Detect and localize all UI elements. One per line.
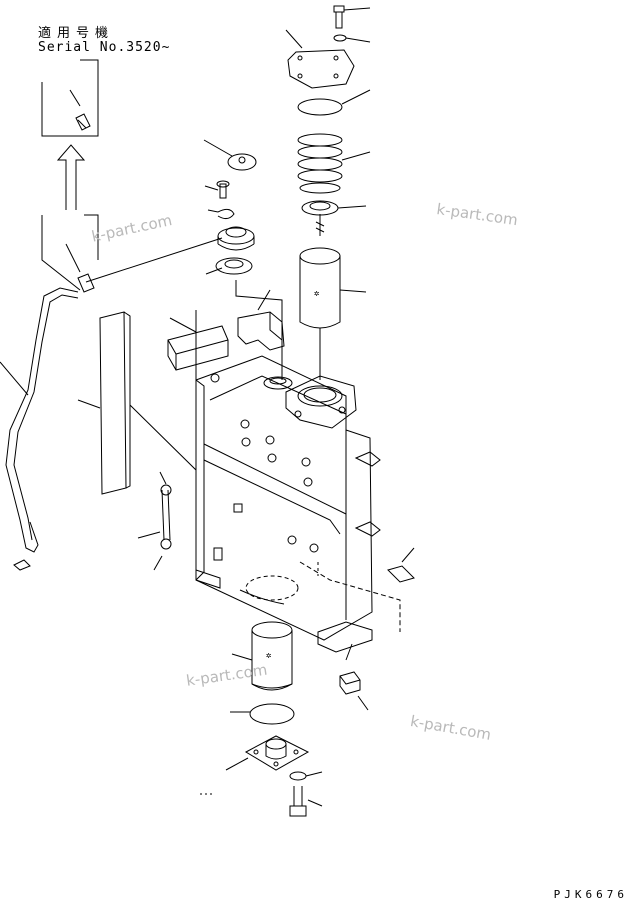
filter-element-lower: ✲ <box>232 622 292 690</box>
cover <box>286 30 354 88</box>
serial-inset <box>42 60 98 136</box>
flange-gasket <box>206 258 252 274</box>
svg-text:✲: ✲ <box>266 651 271 661</box>
upward-arrow-icon <box>58 145 84 210</box>
applicability-label: 適用号機 <box>38 26 115 41</box>
spring-seat <box>302 201 366 236</box>
washer-top <box>334 35 370 42</box>
mount-clip <box>356 452 380 536</box>
flange <box>218 227 254 250</box>
lock-washer <box>208 209 234 218</box>
drain-bolt <box>200 786 322 816</box>
bypass-valve-plate <box>204 140 256 170</box>
gasket-cover <box>298 90 370 115</box>
cushion <box>340 644 368 710</box>
bolt-top <box>334 6 370 28</box>
drawing-code: PJK6676 <box>553 888 628 901</box>
hydraulic-tank <box>196 356 400 652</box>
sight-gauge <box>138 472 171 570</box>
spring <box>298 134 370 193</box>
clip-detail <box>42 215 222 292</box>
band <box>388 548 414 582</box>
drain-flange <box>226 736 308 770</box>
foam-block <box>168 318 228 370</box>
svg-text:✲: ✲ <box>314 289 319 299</box>
serial-label: Serial No.3520~ <box>38 40 171 55</box>
filter-element-upper: ✲ <box>300 248 366 380</box>
drain-washer <box>290 772 322 780</box>
screw <box>205 181 229 198</box>
flange-link <box>236 280 282 380</box>
oring <box>230 704 294 724</box>
pipe <box>0 288 78 570</box>
bracket <box>238 290 284 350</box>
